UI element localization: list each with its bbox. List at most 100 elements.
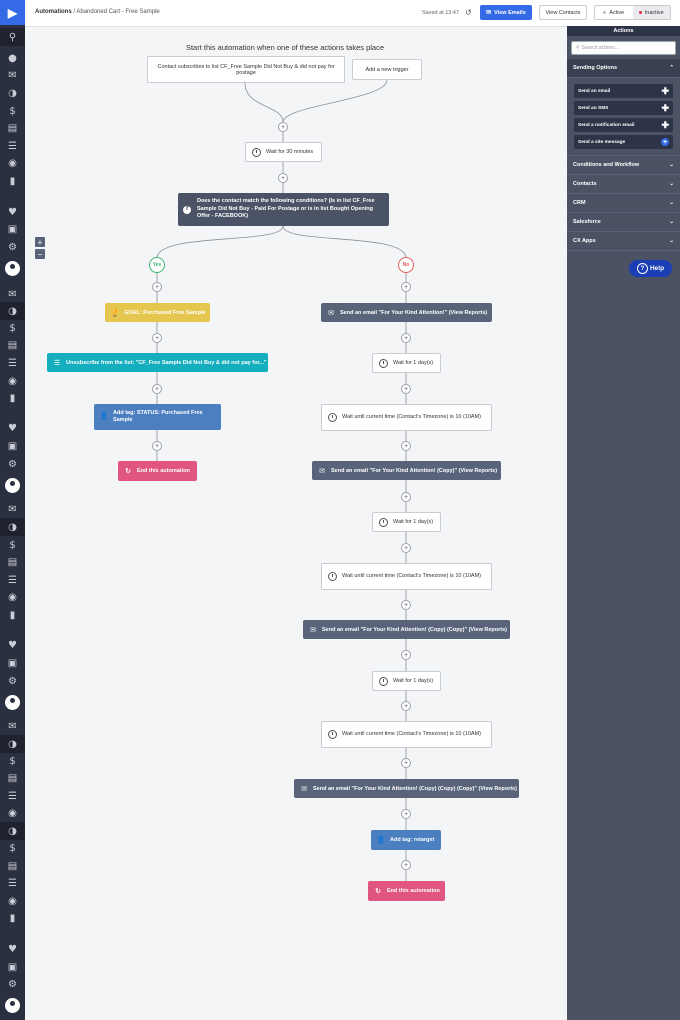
wait-30-node[interactable]: Wait for 30 minutes bbox=[245, 142, 322, 162]
add-tag-status-node[interactable]: 👤Add tag: STATUS: Purchased Free Sample bbox=[94, 404, 221, 430]
sidebar-heart-icon[interactable]: ♥ bbox=[8, 943, 17, 955]
sidebar-heart-icon[interactable]: ♥ bbox=[8, 639, 17, 651]
add-step-plus-icon[interactable]: + bbox=[401, 860, 411, 870]
section-crm[interactable]: CRM⌄ bbox=[567, 194, 680, 213]
sidebar-conversations-icon[interactable]: ▤ bbox=[7, 772, 18, 784]
sidebar-search-icon[interactable]: ⚲ bbox=[0, 28, 25, 46]
sidebar-heart-icon[interactable]: ♥ bbox=[8, 422, 17, 434]
sending-options-section[interactable]: Sending Options⌃ bbox=[567, 59, 680, 78]
email-node-2[interactable]: ✉Send an email "For Your Kind Attention!… bbox=[312, 461, 501, 480]
sidebar-conversations-icon[interactable]: ▤ bbox=[7, 556, 18, 568]
add-step-plus-icon[interactable]: + bbox=[278, 173, 288, 183]
wait-node-3[interactable]: Wait for 1 day(s) bbox=[372, 671, 441, 691]
sidebar-campaigns-icon[interactable]: ✉ bbox=[8, 69, 17, 81]
sidebar-settings-icon[interactable]: ⚙ bbox=[8, 241, 17, 253]
wait-node-1[interactable]: Wait for 1 day(s) bbox=[372, 353, 441, 373]
add-step-plus-icon[interactable]: + bbox=[278, 122, 288, 132]
sidebar-site-icon[interactable]: ◉ bbox=[8, 807, 17, 819]
sidebar-contacts-icon[interactable]: ● bbox=[8, 52, 17, 64]
add-step-plus-icon[interactable]: + bbox=[401, 282, 411, 292]
sidebar-campaigns-icon[interactable]: ✉ bbox=[8, 720, 17, 732]
sidebar-pages-icon[interactable]: ▣ bbox=[7, 440, 18, 452]
add-step-plus-icon[interactable]: + bbox=[152, 384, 162, 394]
sidebar-avatar[interactable] bbox=[0, 476, 25, 494]
trigger-node[interactable]: Contact subscribes to list CF_Free Sampl… bbox=[147, 56, 345, 83]
section-salesforce[interactable]: Salesforce⌄ bbox=[567, 213, 680, 232]
sidebar-deals-icon[interactable]: $ bbox=[9, 322, 16, 334]
zoom-in-button[interactable]: + bbox=[35, 237, 45, 247]
sidebar-reports-icon[interactable]: ▮ bbox=[9, 609, 16, 621]
sidebar-settings-icon[interactable]: ⚙ bbox=[8, 458, 17, 470]
sidebar-reports-icon[interactable]: ▮ bbox=[9, 912, 16, 924]
add-step-plus-icon[interactable]: + bbox=[401, 758, 411, 768]
action-send-email[interactable]: Send an email✚ bbox=[574, 84, 673, 98]
sidebar-deals-icon[interactable]: $ bbox=[9, 755, 16, 767]
unsubscribe-node[interactable]: ☰Unsubscribe from the list: "CF_Free Sam… bbox=[47, 353, 268, 372]
sidebar-pages-icon[interactable]: ▣ bbox=[7, 657, 18, 669]
active-toggle[interactable]: Active bbox=[595, 6, 633, 19]
sidebar-conversations-icon[interactable]: ▤ bbox=[7, 860, 18, 872]
sidebar-lists-icon[interactable]: ☰ bbox=[8, 140, 17, 152]
sidebar-site-icon[interactable]: ◉ bbox=[8, 375, 17, 387]
sidebar-lists-icon[interactable]: ☰ bbox=[8, 877, 17, 889]
search-actions-input[interactable]: ⚲ Search actions... bbox=[571, 41, 676, 55]
zoom-out-button[interactable]: − bbox=[35, 249, 45, 259]
sidebar-automations-icon[interactable]: ◑ bbox=[8, 87, 17, 99]
sidebar-heart-icon[interactable]: ♥ bbox=[8, 206, 17, 218]
sidebar-automations-icon[interactable]: ◑ bbox=[0, 822, 25, 840]
sidebar-pages-icon[interactable]: ▣ bbox=[7, 223, 18, 235]
wait-until-node-1[interactable]: Wait until current time (Contact's Timez… bbox=[321, 404, 492, 431]
sidebar-campaigns-icon[interactable]: ✉ bbox=[8, 288, 17, 300]
add-step-plus-icon[interactable]: + bbox=[401, 809, 411, 819]
wait-until-node-3[interactable]: Wait until current time (Contact's Timez… bbox=[321, 721, 492, 748]
view-contacts-button[interactable]: View Contacts bbox=[539, 5, 587, 20]
sidebar-automations-icon[interactable]: ◑ bbox=[0, 735, 25, 753]
add-tag-retarget-node[interactable]: 👤Add tag: retarget bbox=[371, 830, 441, 850]
end-automation-node-2[interactable]: ↻End this automation bbox=[368, 881, 445, 901]
inactive-toggle[interactable]: Inactive bbox=[632, 6, 670, 19]
add-trigger-button[interactable]: Add a new trigger bbox=[352, 59, 422, 80]
sidebar-settings-icon[interactable]: ⚙ bbox=[8, 675, 17, 687]
condition-node[interactable]: ?Does the contact match the following co… bbox=[178, 193, 389, 226]
sidebar-deals-icon[interactable]: $ bbox=[9, 105, 16, 117]
breadcrumb-root[interactable]: Automations bbox=[35, 9, 72, 15]
sidebar-settings-icon[interactable]: ⚙ bbox=[8, 978, 17, 990]
email-node-4[interactable]: ✉Send an email "For Your Kind Attention!… bbox=[294, 779, 519, 798]
sidebar-campaigns-icon[interactable]: ✉ bbox=[8, 503, 17, 515]
add-step-plus-icon[interactable]: + bbox=[401, 543, 411, 553]
sidebar-automations-icon[interactable]: ◑ bbox=[0, 518, 25, 536]
add-step-plus-icon[interactable]: + bbox=[152, 441, 162, 451]
section-conditions[interactable]: Conditions and Workflow⌄ bbox=[567, 156, 680, 175]
sidebar-site-icon[interactable]: ◉ bbox=[8, 157, 17, 169]
add-step-plus-icon[interactable]: + bbox=[401, 600, 411, 610]
add-step-plus-icon[interactable]: + bbox=[401, 492, 411, 502]
sidebar-site-icon[interactable]: ◉ bbox=[8, 895, 17, 907]
email-node-3[interactable]: ✉Send an email "For Your Kind Attention!… bbox=[303, 620, 510, 639]
sidebar-avatar[interactable] bbox=[0, 996, 25, 1014]
wait-node-2[interactable]: Wait for 1 day(s) bbox=[372, 512, 441, 532]
history-icon[interactable]: ↺ bbox=[465, 8, 472, 17]
sidebar-avatar[interactable] bbox=[0, 259, 25, 277]
add-step-plus-icon[interactable]: + bbox=[401, 384, 411, 394]
sidebar-lists-icon[interactable]: ☰ bbox=[8, 574, 17, 586]
section-cx-apps[interactable]: CX Apps⌄ bbox=[567, 232, 680, 251]
email-node-1[interactable]: ✉Send an email "For Your Kind Attention!… bbox=[321, 303, 492, 322]
view-emails-button[interactable]: ✉ View Emails bbox=[480, 5, 532, 20]
add-step-plus-icon[interactable]: + bbox=[152, 333, 162, 343]
sidebar-automations-icon[interactable]: ◑ bbox=[0, 302, 25, 320]
section-contacts[interactable]: Contacts⌄ bbox=[567, 175, 680, 194]
sidebar-conversations-icon[interactable]: ▤ bbox=[7, 339, 18, 351]
sidebar-site-icon[interactable]: ◉ bbox=[8, 591, 17, 603]
logo-icon[interactable]: ▶ bbox=[0, 0, 25, 25]
add-step-plus-icon[interactable]: + bbox=[401, 441, 411, 451]
end-automation-node-1[interactable]: ↻End this automation bbox=[118, 461, 197, 481]
help-button[interactable]: ?Help bbox=[629, 260, 672, 277]
action-send-sms[interactable]: Send an SMS✚ bbox=[574, 101, 673, 115]
sidebar-conversations-icon[interactable]: ▤ bbox=[7, 122, 18, 134]
sidebar-lists-icon[interactable]: ☰ bbox=[8, 790, 17, 802]
add-step-plus-icon[interactable]: + bbox=[401, 650, 411, 660]
sidebar-deals-icon[interactable]: $ bbox=[9, 539, 16, 551]
sidebar-avatar[interactable] bbox=[0, 693, 25, 711]
sidebar-reports-icon[interactable]: ▮ bbox=[9, 175, 16, 187]
sidebar-reports-icon[interactable]: ▮ bbox=[9, 392, 16, 404]
